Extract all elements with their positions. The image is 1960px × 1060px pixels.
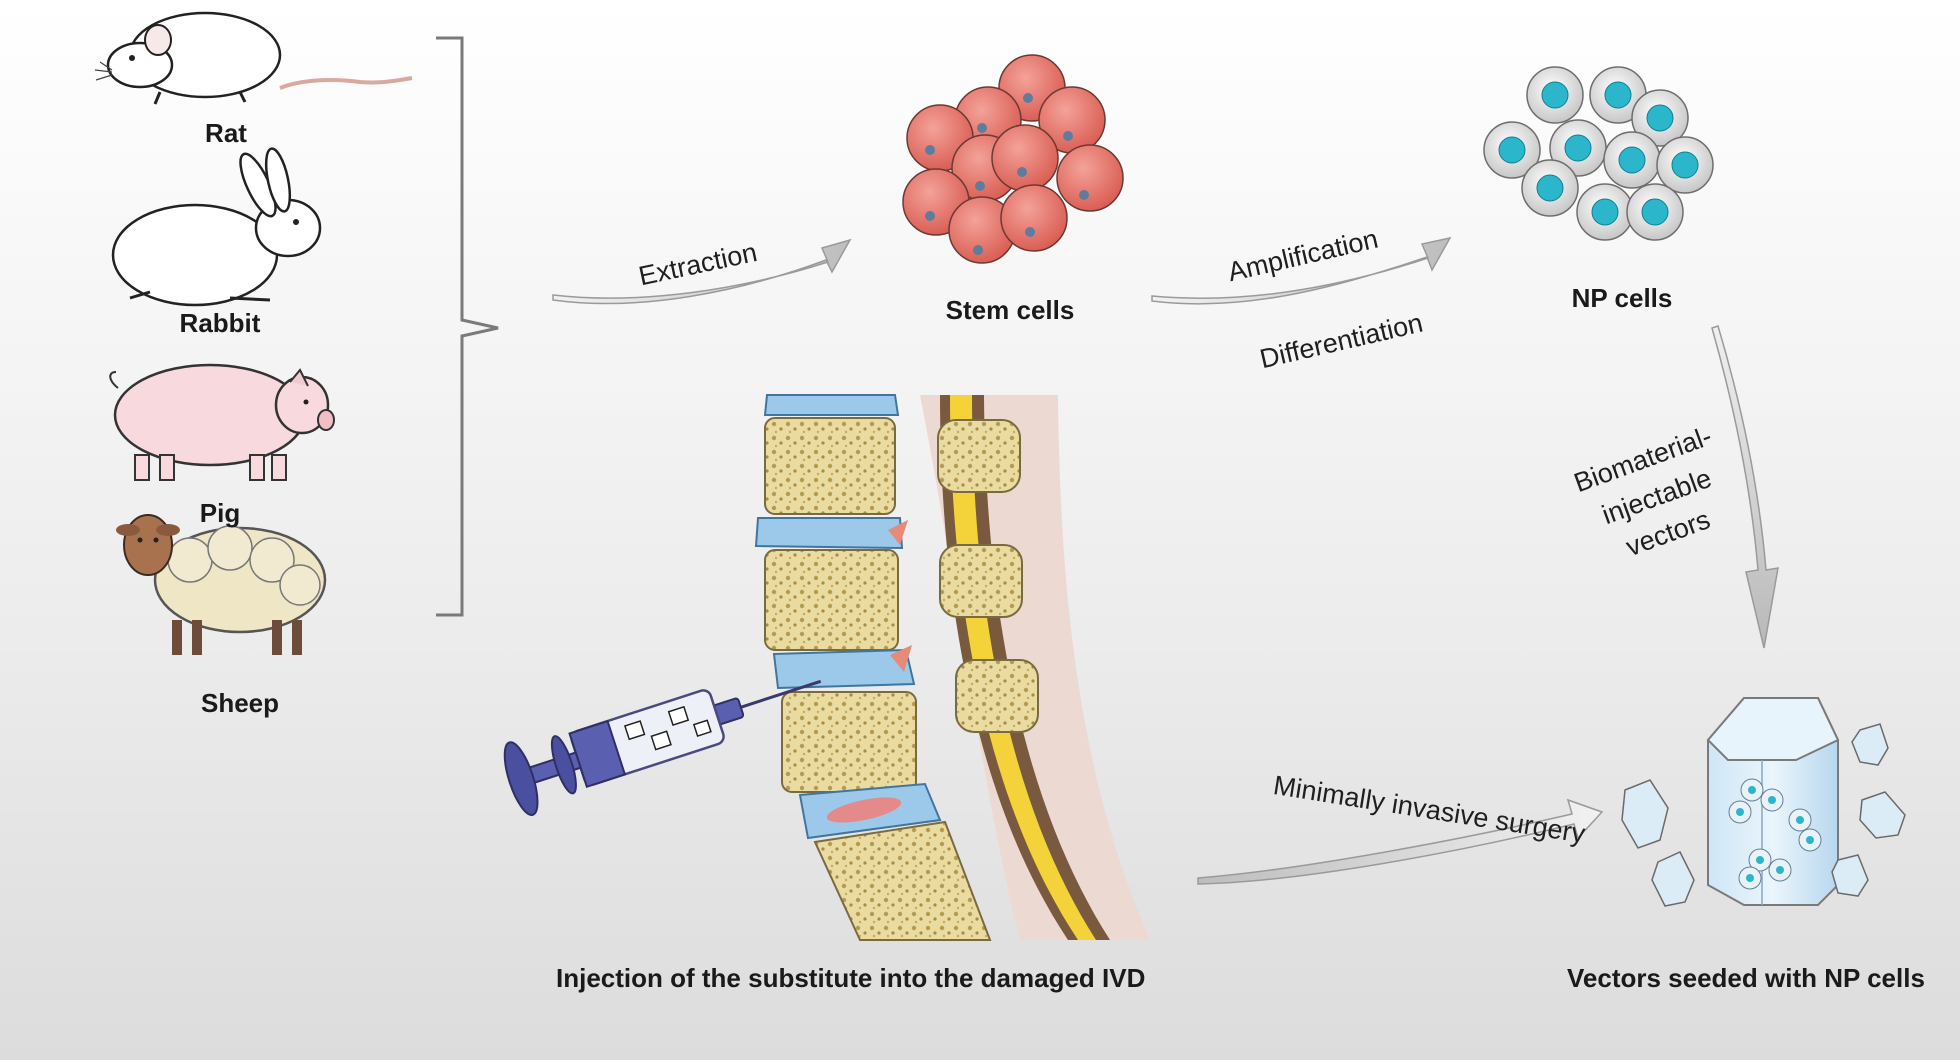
stem-cells-label: Stem cells	[945, 295, 1075, 325]
sheep-illustration	[116, 514, 327, 655]
sheep-label: Sheep	[200, 688, 280, 718]
pig-illustration	[109, 363, 335, 481]
surgery-arrow	[1197, 798, 1604, 885]
rabbit-label: Rabbit	[179, 308, 261, 338]
rat-label: Rat	[205, 118, 247, 148]
vectors-label: Vectors seeded with NP cells	[1567, 963, 1925, 993]
biomaterial-arrow	[1711, 325, 1779, 649]
extraction-arrow	[552, 238, 852, 305]
stem-cells-cluster	[902, 54, 1124, 264]
species-bracket	[436, 36, 499, 617]
injection-label: Injection of the substitute into the dam…	[556, 963, 1146, 993]
vector-scaffolds	[1621, 697, 1906, 907]
amplification-arrow	[1151, 236, 1452, 305]
rabbit-illustration	[111, 147, 322, 307]
pig-label: Pig	[199, 498, 241, 528]
syringe-illustration	[503, 679, 822, 816]
np-cells-label: NP cells	[1571, 283, 1673, 313]
spine-cross-section	[754, 394, 1150, 941]
rat-illustration	[94, 11, 413, 105]
np-cells-cluster	[1483, 66, 1714, 241]
